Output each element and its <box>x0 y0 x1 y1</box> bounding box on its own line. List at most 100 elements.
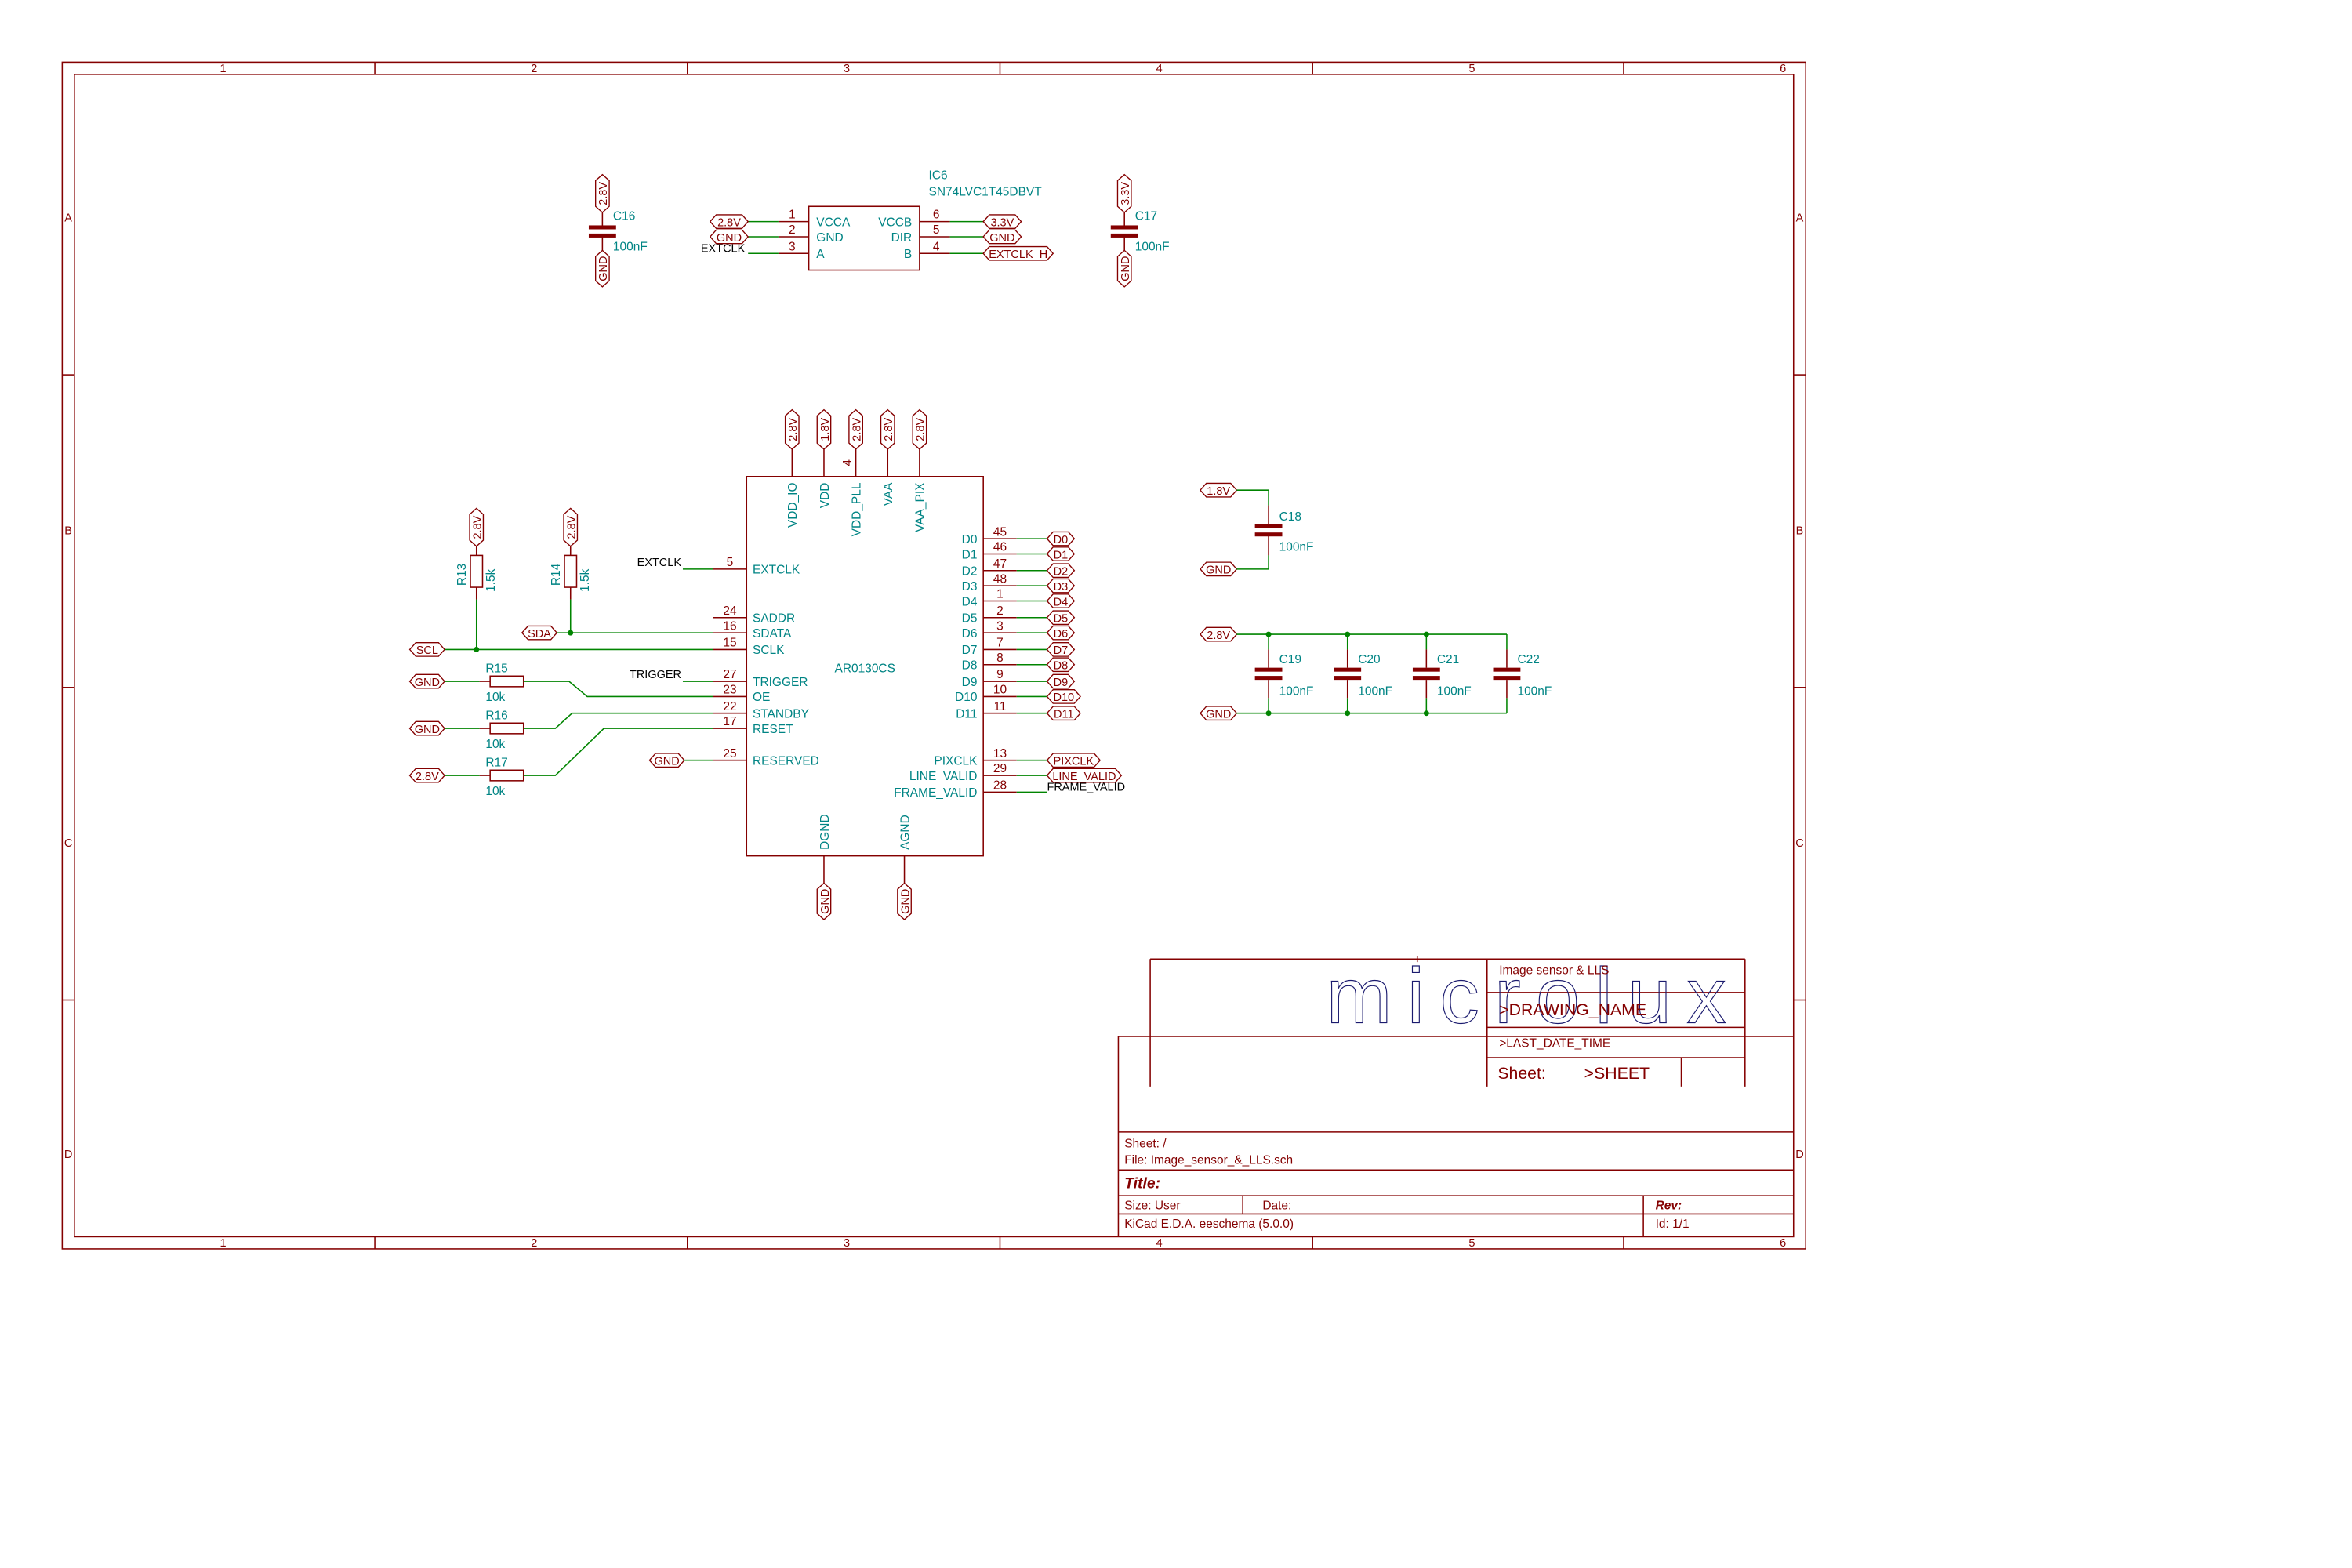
sensor-supply-label[interactable]: 1.8V <box>816 408 832 450</box>
row-letter-left: A <box>64 212 72 225</box>
sensor-pin-name: VAA_PIX <box>914 483 927 532</box>
decoupling-capacitors[interactable]: 1.8VGNDC18100nF2.8VGNDC19100nFC20100nFC2… <box>1200 482 1552 721</box>
global-label-text: D2 <box>1054 566 1069 579</box>
column-number-top: 1 <box>220 63 226 75</box>
r16-value: 10k <box>485 738 505 751</box>
global-label-outline <box>897 882 912 920</box>
net-label-data[interactable]: D0 <box>1046 531 1076 546</box>
image-sensor-ar0130cs[interactable]: AR0130CS2.8VVDD_IO1.8VVDD2.8VVDD_PLL2.8V… <box>408 408 1126 920</box>
ic6-level-shifter[interactable]: IC6SN74LVC1T45DBVT1VCCA6VCCB2GND5DIR3A4B… <box>701 169 1054 271</box>
r15-net-label[interactable]: GND <box>408 673 446 689</box>
r16-net-label[interactable]: GND <box>408 720 446 736</box>
sensor-supply-label[interactable]: 2.8V <box>848 408 864 450</box>
sensor-pin-name: D3 <box>962 580 978 593</box>
sensor-pin-name: RESET <box>753 723 793 736</box>
net-label-data[interactable]: D8 <box>1046 657 1076 673</box>
net-label-extclk-h[interactable]: EXTCLK_H <box>982 245 1054 262</box>
sensor-pin-number: 24 <box>723 604 737 618</box>
ic6-pin-name: VCCA <box>816 216 851 229</box>
net-label-pixclk[interactable]: PIXCLK <box>1046 753 1102 768</box>
sensor-pin-number: 25 <box>723 747 736 760</box>
r14-supply-label[interactable]: 2.8V <box>563 507 579 547</box>
c18-bottom-net[interactable]: GND <box>1200 561 1238 577</box>
net-label-data[interactable]: D9 <box>1046 673 1076 689</box>
row-letter-left: B <box>64 524 72 537</box>
r17-wire <box>523 728 713 776</box>
c18-reference: C18 <box>1279 510 1301 524</box>
last-date-time: >LAST_DATE_TIME <box>1499 1037 1610 1051</box>
sensor-pin-name: D5 <box>962 612 978 626</box>
global-label-text: SDA <box>528 628 551 641</box>
net-label-3v3[interactable]: 3.3V <box>982 214 1022 230</box>
c16-bottom-net[interactable]: GND <box>595 249 611 288</box>
sensor-supply-label[interactable]: 2.8V <box>912 408 927 450</box>
c16-top-net[interactable]: 2.8V <box>595 173 611 213</box>
global-label-outline <box>1046 753 1102 768</box>
net-label-gnd[interactable]: GND <box>982 229 1022 245</box>
r17-net-label[interactable]: 2.8V <box>408 768 446 783</box>
column-number-bottom: 2 <box>531 1237 537 1250</box>
sensor-pin-name: D4 <box>962 595 978 608</box>
sensor-pin-number: 46 <box>993 541 1007 554</box>
net-label-data[interactable]: D5 <box>1046 610 1076 626</box>
net-label-data[interactable]: D10 <box>1046 689 1081 705</box>
r17-body <box>489 769 524 782</box>
net-label-line-valid[interactable]: LINE_VALID <box>1046 768 1123 783</box>
global-label-text: D6 <box>1054 628 1069 641</box>
sensor-body <box>746 475 984 857</box>
net-label-data[interactable]: D11 <box>1046 706 1081 721</box>
r17-value: 10k <box>485 785 505 798</box>
net-label-data[interactable]: D2 <box>1046 563 1076 579</box>
net-label-gnd[interactable]: GND <box>648 753 685 768</box>
net-label-data[interactable]: D4 <box>1046 593 1076 609</box>
sheet-path: Sheet: / <box>1124 1137 1167 1150</box>
sensor-pin-number: 15 <box>723 637 736 650</box>
bank-cap-plate-bottom <box>1493 676 1521 681</box>
ic6-body <box>808 205 920 271</box>
c17-top-net[interactable]: 3.3V <box>1116 173 1132 213</box>
global-label-text: D10 <box>1053 691 1074 704</box>
sensor-pin-number: 2 <box>996 604 1004 618</box>
global-label-text: GND <box>415 677 440 689</box>
ic6-pin-name: VCCB <box>878 216 912 229</box>
sensor-supply-label[interactable]: 2.8V <box>784 408 800 450</box>
cap-plate-top <box>588 225 616 230</box>
c18-top-net[interactable]: 1.8V <box>1200 482 1238 498</box>
global-label-outline <box>982 214 1022 229</box>
global-label-text: 2.8V <box>915 418 927 441</box>
global-label-outline <box>784 408 800 450</box>
sensor-pin-name: STANDBY <box>753 708 809 721</box>
net-label-gnd[interactable]: GND <box>709 229 750 245</box>
global-label-text: 2.8V <box>472 515 485 539</box>
sensor-ground-label[interactable]: GND <box>897 882 913 920</box>
bank-top-net[interactable]: 2.8V <box>1200 626 1238 642</box>
net-label-scl[interactable]: SCL <box>408 642 446 658</box>
sensor-pin-number: 22 <box>723 700 736 713</box>
net-label-data[interactable]: D7 <box>1046 642 1076 658</box>
sensor-ground-label[interactable]: GND <box>816 882 832 920</box>
global-label-text: GND <box>1120 256 1132 281</box>
global-label-text: GND <box>1206 709 1231 721</box>
bank-bottom-net[interactable]: GND <box>1200 706 1238 721</box>
sheet-label: Sheet: <box>1497 1064 1546 1083</box>
r13-supply-label[interactable]: 2.8V <box>469 507 485 547</box>
row-letter-left: D <box>64 1149 72 1161</box>
net-label-data[interactable]: D3 <box>1046 578 1076 593</box>
global-label-outline <box>709 214 750 229</box>
net-label-sda[interactable]: SDA <box>521 625 558 641</box>
sensor-pin-name: D8 <box>962 659 978 673</box>
column-number-bottom: 4 <box>1156 1237 1163 1250</box>
net-label-data[interactable]: D6 <box>1046 625 1076 641</box>
net-label-data[interactable]: D1 <box>1046 546 1076 562</box>
sensor-pin-number: 28 <box>993 779 1007 792</box>
c17-bottom-net[interactable]: GND <box>1116 249 1132 288</box>
net-label-2v8[interactable]: 2.8V <box>709 214 750 230</box>
sensor-supply-label[interactable]: 2.8V <box>880 408 896 450</box>
junction-dot <box>568 630 574 636</box>
